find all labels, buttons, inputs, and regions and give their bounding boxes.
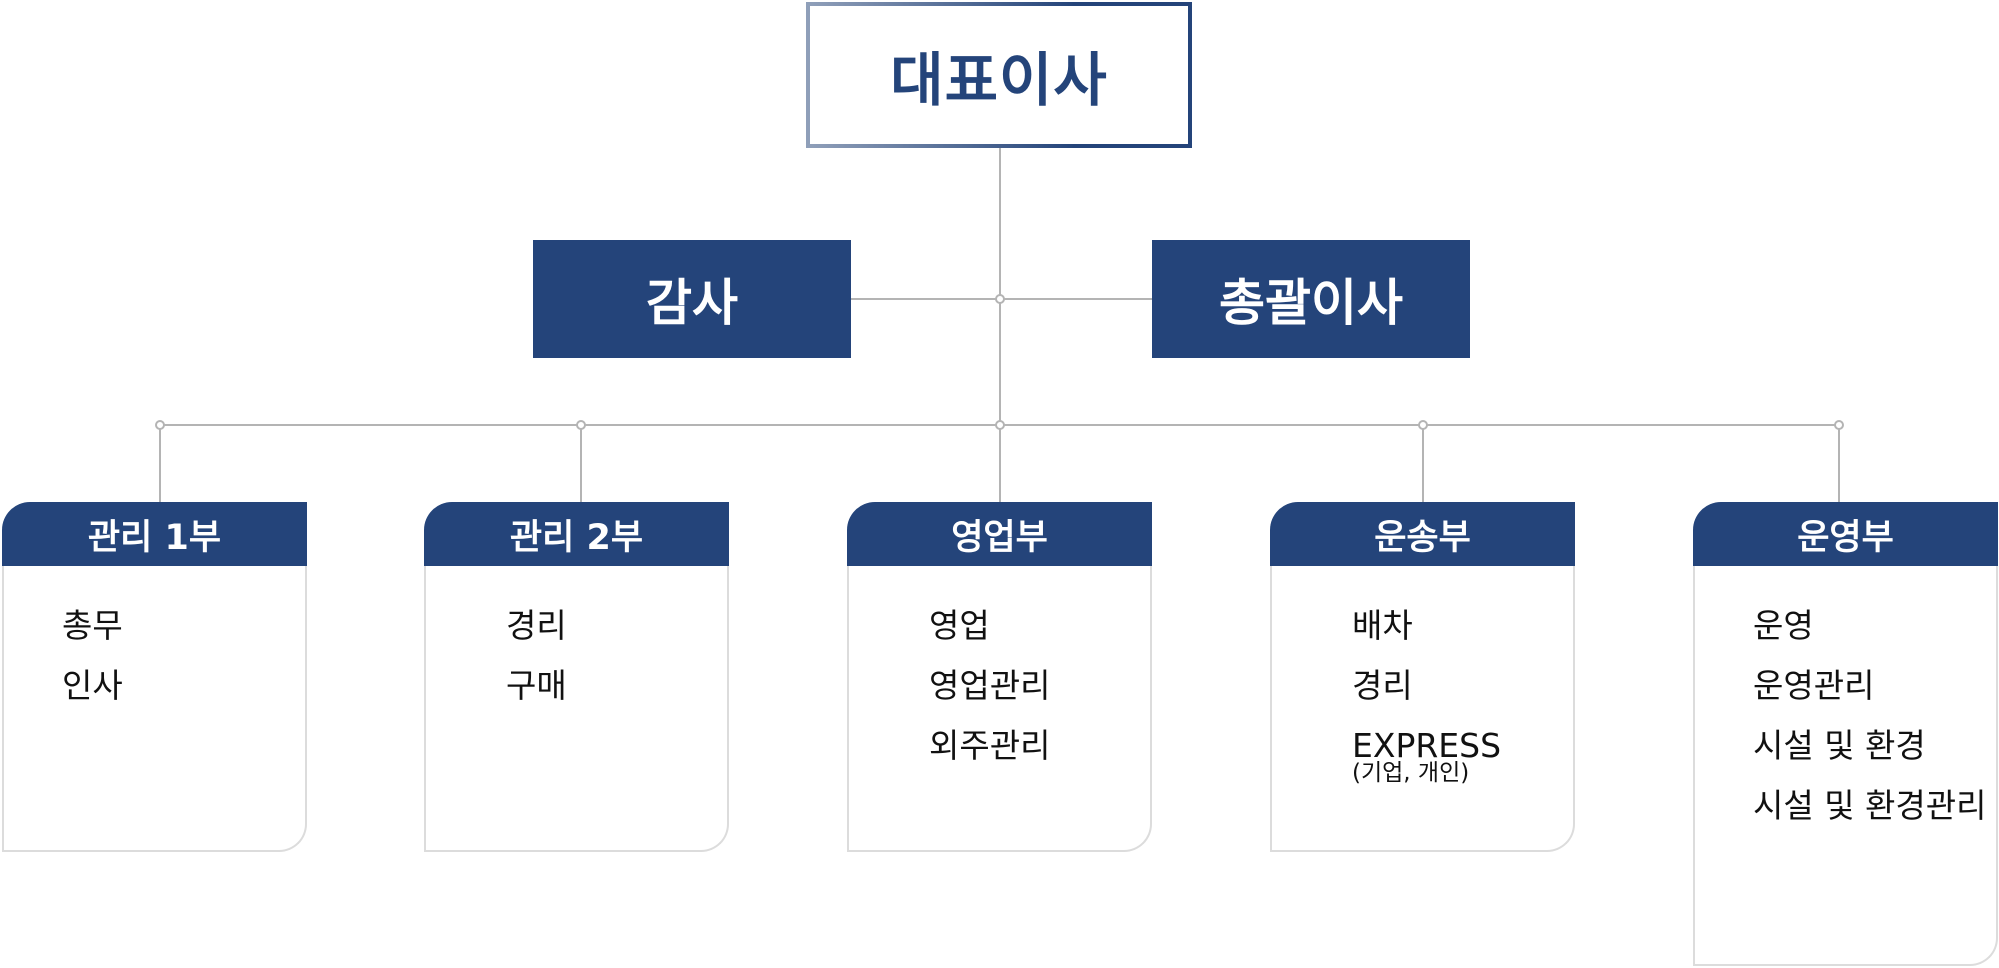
department-body: 경리 구매 (424, 566, 729, 852)
department-body: 운영 운영관리 시설 및 환경 시설 및 환경관리 (1693, 566, 1998, 966)
department-card-management-1: 관리 1부 총무 인사 (2, 502, 307, 852)
department-item: 외주관리 (929, 726, 1051, 765)
junction-node (1418, 420, 1428, 430)
department-item: 영업관리 (929, 666, 1051, 705)
department-item: 시설 및 환경관리 (1753, 786, 1987, 825)
ceo-label: 대표이사 (890, 46, 1108, 114)
junction-node (576, 420, 586, 430)
department-title: 관리 2부 (509, 517, 644, 558)
junction-node (155, 420, 165, 430)
junction-node (1834, 420, 1844, 430)
department-header: 관리 1부 (2, 502, 307, 566)
department-title: 운송부 (1374, 517, 1471, 558)
auditor-box: 감사 (533, 240, 851, 358)
executive-director-box: 총괄이사 (1152, 240, 1470, 358)
department-item: 영업 (929, 606, 990, 645)
department-item: 배차 (1352, 606, 1413, 645)
ceo-box: 대표이사 (806, 2, 1192, 148)
department-title: 관리 1부 (87, 517, 222, 558)
department-card-operations: 운영부 운영 운영관리 시설 및 환경 시설 및 환경관리 (1693, 502, 1998, 966)
junction-node (995, 420, 1005, 430)
junction-node (995, 294, 1005, 304)
department-item: 경리 (506, 606, 567, 645)
auditor-label: 감사 (646, 274, 738, 332)
department-item: 인사 (62, 666, 123, 705)
department-item: 총무 (62, 606, 123, 645)
department-title: 운영부 (1797, 517, 1894, 558)
department-header: 관리 2부 (424, 502, 729, 566)
department-card-management-2: 관리 2부 경리 구매 (424, 502, 729, 852)
department-header: 영업부 (847, 502, 1152, 566)
department-body: 배차 경리 EXPRESS (기업, 개인) (1270, 566, 1575, 852)
department-header: 운송부 (1270, 502, 1575, 566)
department-item: 운영관리 (1753, 666, 1875, 705)
department-card-sales: 영업부 영업 영업관리 외주관리 (847, 502, 1152, 852)
executive-director-label: 총괄이사 (1219, 274, 1403, 332)
department-item: 구매 (506, 666, 567, 705)
department-title: 영업부 (951, 517, 1048, 558)
department-header: 운영부 (1693, 502, 1998, 566)
department-card-transport: 운송부 배차 경리 EXPRESS (기업, 개인) (1270, 502, 1575, 852)
department-item: EXPRESS (1352, 726, 1502, 765)
department-item: 시설 및 환경 (1753, 726, 1926, 765)
department-item-note: (기업, 개인) (1352, 760, 1470, 786)
department-body: 총무 인사 (2, 566, 307, 852)
department-item: 경리 (1352, 666, 1413, 705)
department-item: 운영 (1753, 606, 1814, 645)
department-body: 영업 영업관리 외주관리 (847, 566, 1152, 852)
